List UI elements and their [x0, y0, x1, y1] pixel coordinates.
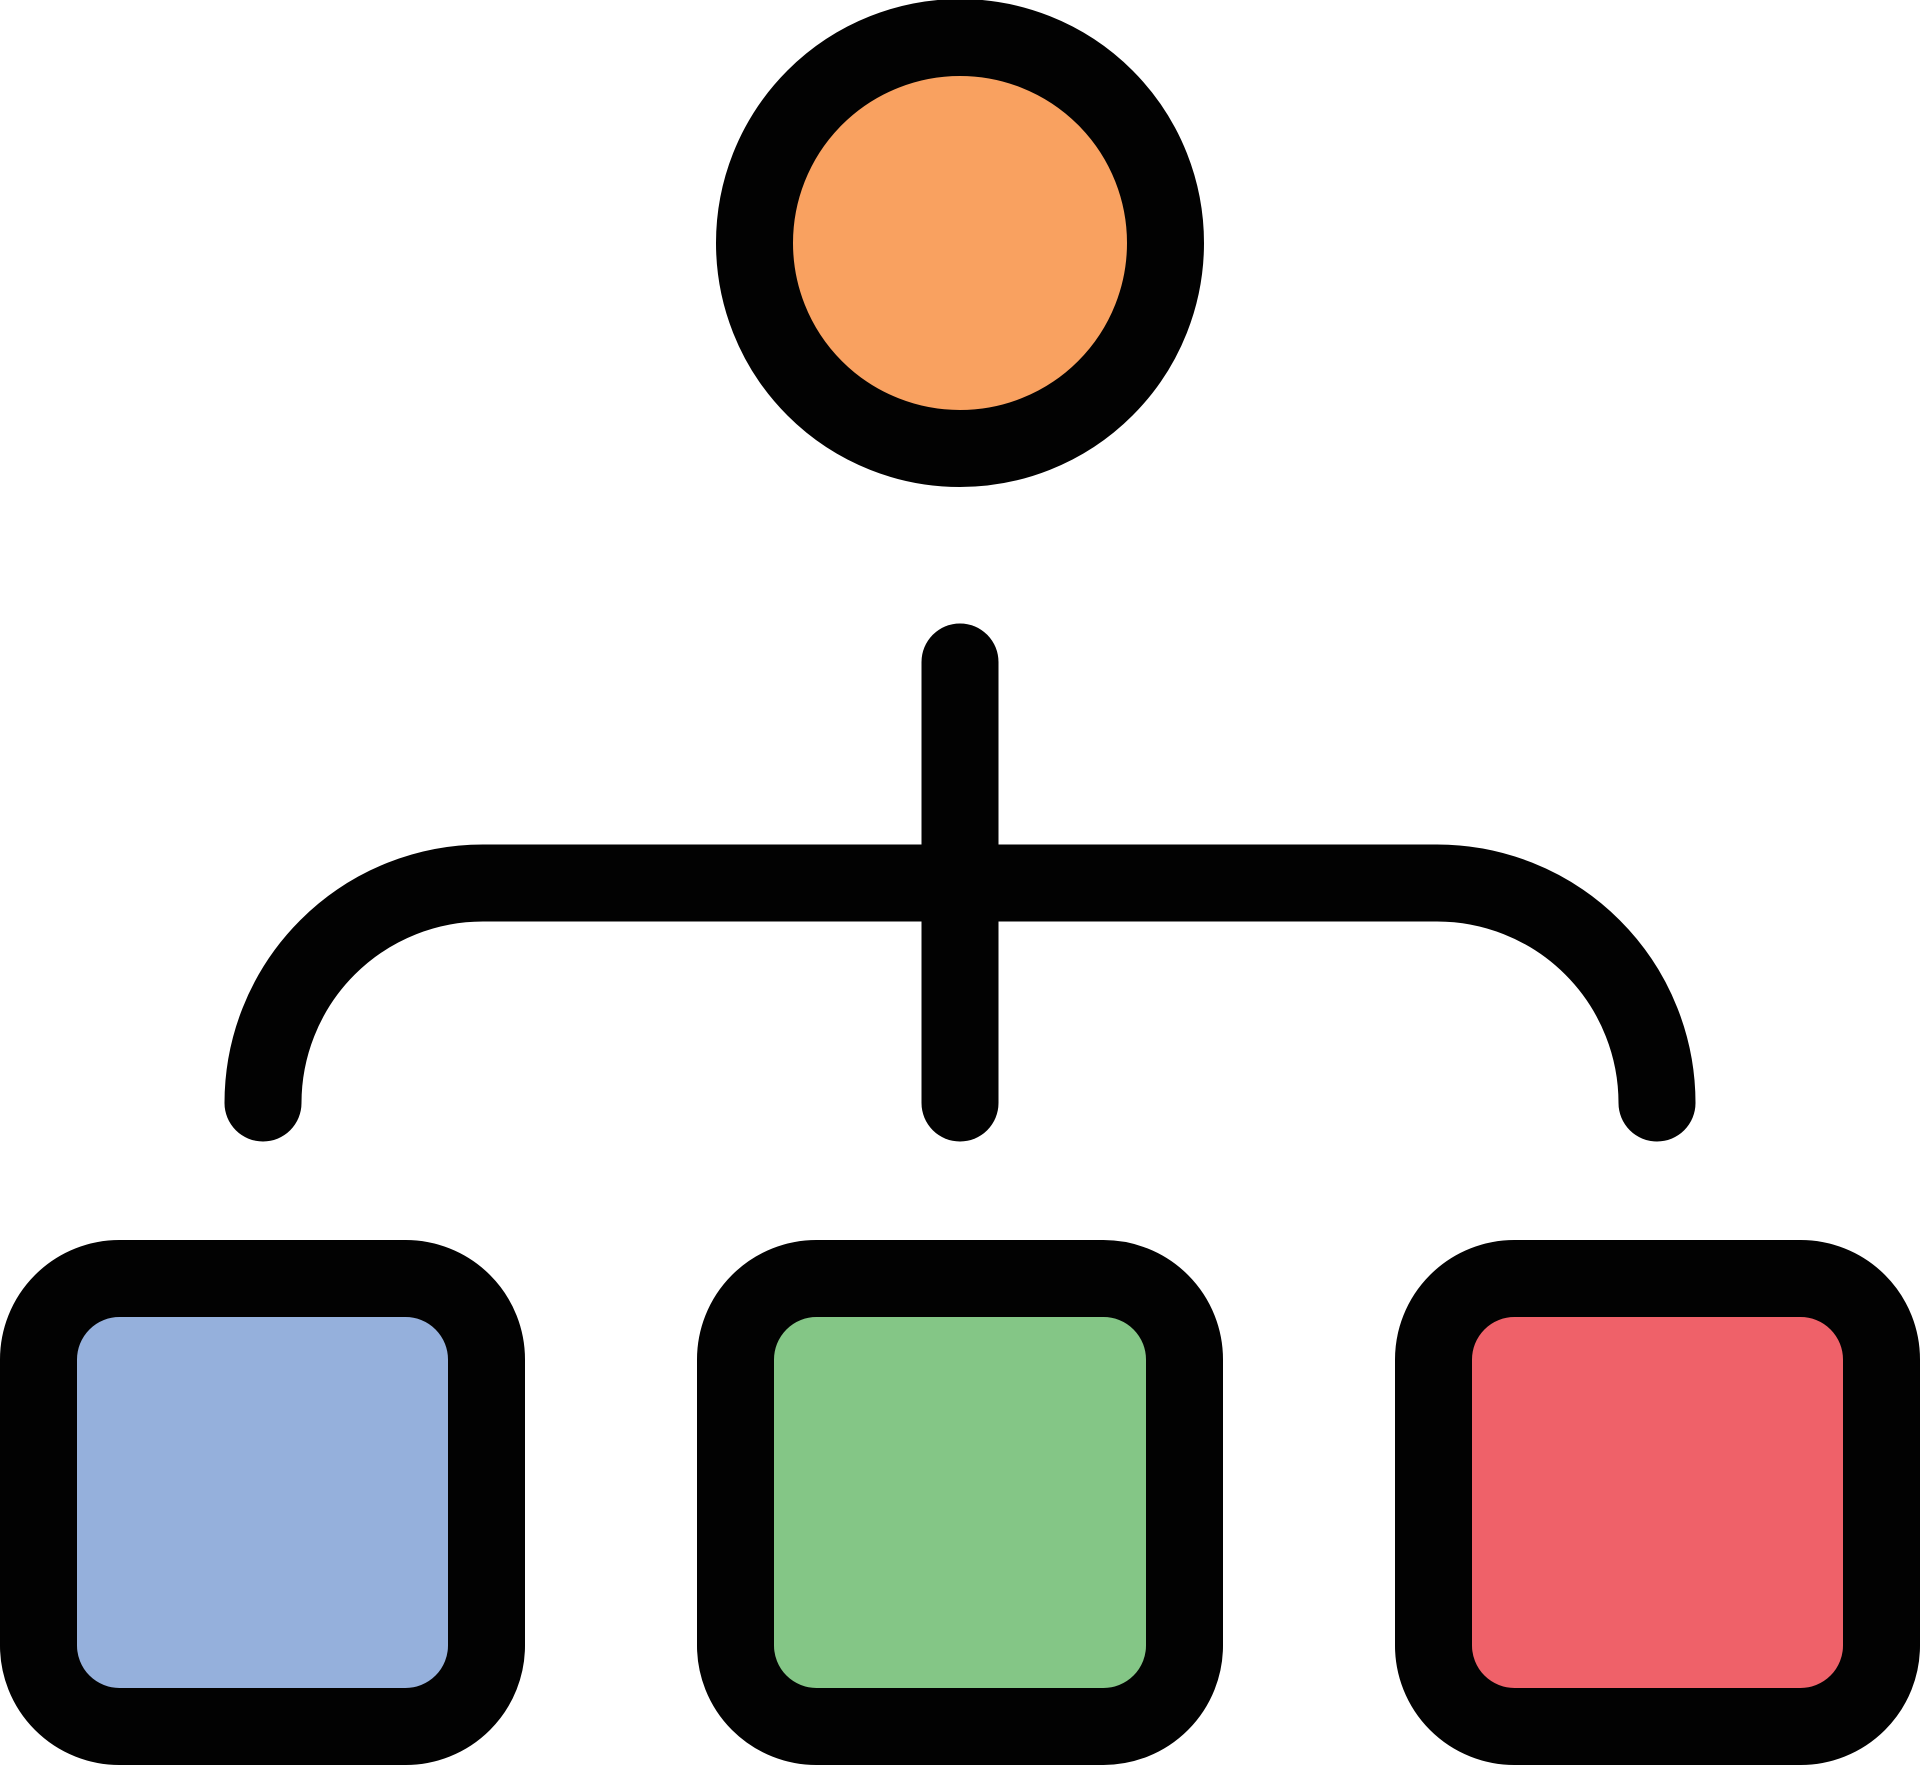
child-node-right [1395, 1240, 1920, 1765]
child-node-middle [697, 1240, 1223, 1765]
root-node-circle [716, 0, 1204, 487]
horizontal-branch-line [224, 844, 1696, 1142]
connector-lines [224, 623, 1696, 1142]
child-node-left [0, 1240, 525, 1765]
